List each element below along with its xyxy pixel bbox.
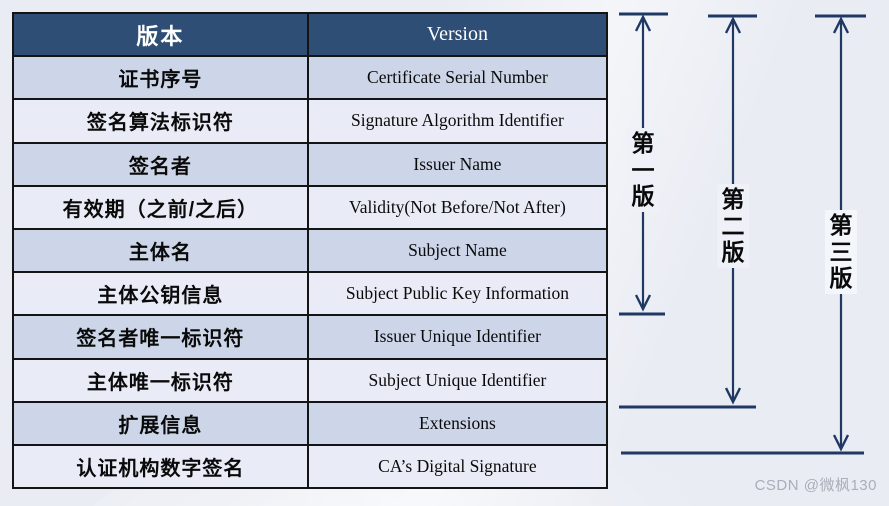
row-label-en: Subject Unique Identifier xyxy=(368,369,547,390)
table-header-row: 版本 Version xyxy=(14,14,606,56)
table-row: 签名者唯一标识符 Issuer Unique Identifier xyxy=(14,314,606,358)
row-label-en: CA’s Digital Signature xyxy=(378,455,537,476)
header-cell-cn: 版本 xyxy=(14,14,309,56)
table-row: 认证机构数字签名 CA’s Digital Signature xyxy=(14,443,606,488)
table-row: 签名算法标识符 Signature Algorithm Identifier xyxy=(14,98,606,142)
version3-label: 第三版 xyxy=(825,210,857,295)
table-row: 主体唯一标识符 Subject Unique Identifier xyxy=(14,357,606,401)
row-label-cn: 主体名 xyxy=(14,229,309,272)
certificate-structure-table: 版本 Version 证书序号 Certificate Serial Number… xyxy=(12,12,608,489)
row-label-en: Certificate Serial Number xyxy=(367,67,548,88)
table-row: 主体名 Subject Name xyxy=(14,227,606,272)
row-label-cn: 签名算法标识符 xyxy=(14,100,309,142)
csdn-watermark: CSDN @微枫130 xyxy=(754,477,877,494)
row-label-cn: 有效期（之前/之后） xyxy=(14,186,309,228)
version2-label: 第二版 xyxy=(717,184,749,269)
row-label-cn: 证书序号 xyxy=(14,57,309,99)
row-label-cn: 签名者唯一标识符 xyxy=(14,316,309,358)
row-label-en: Extensions xyxy=(419,412,496,433)
row-label-cn: 主体唯一标识符 xyxy=(14,359,309,401)
row-label-en: Validity(Not Before/Not After) xyxy=(349,196,566,217)
table-row: 有效期（之前/之后） Validity(Not Before/Not After) xyxy=(14,184,606,228)
row-label-en: Issuer Name xyxy=(413,153,502,174)
row-label-en: Subject Name xyxy=(408,240,507,261)
row-label-cn: 认证机构数字签名 xyxy=(14,445,309,488)
row-label-cn: 主体公钥信息 xyxy=(14,273,309,315)
table-row: 证书序号 Certificate Serial Number xyxy=(14,55,606,99)
row-label-cn: 扩展信息 xyxy=(14,402,309,444)
row-label-en: Issuer Unique Identifier xyxy=(373,326,541,347)
table-row: 签名者 Issuer Name xyxy=(14,141,606,185)
row-label-en: Subject Public Key Information xyxy=(345,283,569,304)
row-label-en: Signature Algorithm Identifier xyxy=(350,110,564,131)
row-label-cn: 签名者 xyxy=(14,143,309,185)
table-row: 主体公钥信息 Subject Public Key Information xyxy=(14,271,606,315)
table-row: 扩展信息 Extensions xyxy=(14,400,606,444)
header-cell-en: Version xyxy=(426,23,488,46)
version1-label: 第一版 xyxy=(627,128,659,213)
